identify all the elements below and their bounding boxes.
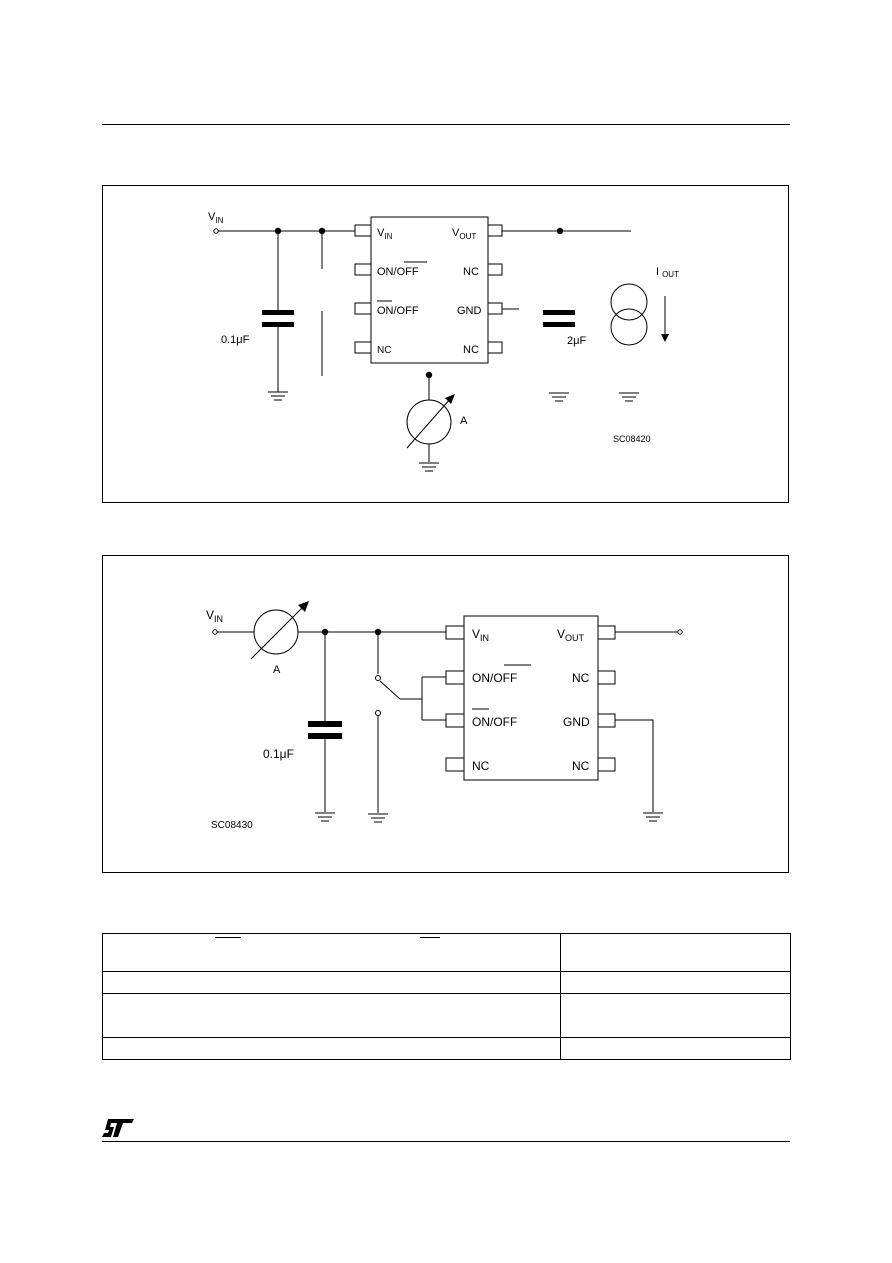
- table-cell: [102, 971, 561, 994]
- d1-junction-3: [556, 227, 564, 235]
- d1-junction-2: [318, 227, 326, 235]
- d2-ammeter-label: A: [273, 664, 281, 676]
- d1-current-source-bottom: [610, 308, 648, 346]
- d2-figure-code: SC08430: [211, 820, 253, 831]
- d1-label-gnd: GND: [457, 305, 482, 317]
- table-cell: [560, 1037, 791, 1060]
- d2-label-on-off-inv: ON/OFF: [472, 715, 517, 729]
- d2-ground-cap: [315, 812, 335, 822]
- d1-junction-4: [425, 371, 433, 379]
- d2-pin-vout: [597, 625, 616, 640]
- d2-junction-1: [321, 628, 329, 636]
- d2-cap-label: 0.1μF: [263, 747, 294, 761]
- table-row: [102, 993, 791, 1038]
- d2-pin-nc-right-2: [597, 757, 616, 772]
- d2-vin-terminal: [212, 629, 218, 635]
- d1-ammeter: [406, 399, 452, 445]
- d2-cap-plate-top: [308, 721, 342, 727]
- footer-rule: [102, 1141, 790, 1142]
- d1-cap-input-plate-top: [262, 310, 294, 315]
- d1-label-nc-right-1: NC: [463, 266, 479, 278]
- d2-ammeter-arrowhead: [298, 601, 309, 612]
- table-row: [102, 933, 791, 972]
- d1-pin-on-off-inv: [354, 302, 372, 315]
- d1-current-source-top: [610, 283, 648, 321]
- d1-label-on-off-inv: ON/OFF: [377, 305, 419, 317]
- d2-pin-on-off-inv: [445, 713, 465, 728]
- d2-pin-gnd: [597, 713, 616, 728]
- d2-vin-label: VIN: [206, 608, 223, 624]
- overbar-mark: [215, 937, 241, 938]
- table-cell: [560, 971, 791, 994]
- d1-cap-output-plate-bottom: [543, 322, 575, 327]
- d1-figure-code: SC08420: [613, 434, 651, 444]
- d1-iout-arrowhead: [661, 334, 669, 342]
- d2-label-vout: VOUT: [557, 627, 585, 643]
- d1-cap-output-label: 2μF: [567, 335, 586, 347]
- d2-label-vin: VIN: [472, 627, 489, 643]
- d2-switch-contact-top: [375, 675, 381, 681]
- d2-switch-contact-bottom: [375, 710, 381, 716]
- table-cell: [102, 933, 561, 972]
- d2-pin-vin: [445, 625, 465, 640]
- d1-label-nc-left: NC: [377, 345, 391, 356]
- truth-table: [102, 933, 791, 1060]
- d1-junction-1: [274, 227, 282, 235]
- d1-label-vin: VIN: [377, 227, 393, 241]
- d1-ground-output-cap: [549, 392, 569, 402]
- d2-pin-nc-right-1: [597, 670, 616, 685]
- d1-vin-label: VIN: [208, 211, 224, 225]
- d1-vin-terminal: [213, 228, 219, 234]
- d1-ground-cap: [268, 391, 288, 401]
- d2-ground-switch: [368, 813, 388, 823]
- d2-label-on-off: ON/OFF: [472, 671, 517, 685]
- d2-junction-2: [374, 628, 382, 636]
- d1-ammeter-label: A: [460, 415, 468, 427]
- d1-cap-input-label: 0.1μF: [221, 334, 250, 346]
- d2-label-nc-right-1: NC: [572, 671, 590, 685]
- d1-cap-input-plate-bottom: [262, 322, 294, 327]
- d1-ic-body: [370, 216, 489, 364]
- d2-label-nc-right-2: NC: [572, 759, 590, 773]
- d1-pin-on-off: [354, 263, 372, 276]
- d1-label-nc-right-2: NC: [463, 344, 479, 356]
- d1-ammeter-arrowhead: [445, 394, 455, 404]
- diagram-2-frame: VIN A 0.1μF SC08430 VIN ON/OFF ON/OFF NC…: [102, 555, 789, 873]
- header-rule: [102, 124, 790, 125]
- d1-pin-nc-right-1: [487, 263, 503, 276]
- d1-pin-gnd: [487, 302, 503, 315]
- d1-pin-nc-left: [354, 341, 372, 354]
- d2-label-gnd: GND: [563, 715, 590, 729]
- table-cell: [102, 1037, 561, 1060]
- d1-pin-vout: [487, 224, 503, 237]
- d1-cap-output-plate-top: [543, 310, 575, 315]
- d2-pin-nc-left: [445, 757, 465, 772]
- d1-ground-ammeter: [419, 462, 439, 472]
- d2-pin-on-off: [445, 670, 465, 685]
- table-row: [102, 971, 791, 994]
- d1-label-vout: VOUT: [452, 227, 476, 241]
- d1-pin-vin: [354, 224, 372, 237]
- d2-cap-plate-bottom: [308, 733, 342, 739]
- d2-ic-body: [463, 615, 599, 781]
- d1-pin-nc-right-2: [487, 341, 503, 354]
- overbar-mark: [420, 937, 440, 938]
- table-cell: [102, 993, 561, 1038]
- table-cell: [560, 933, 791, 972]
- d2-vout-terminal: [677, 629, 683, 635]
- st-logo: [102, 1119, 134, 1137]
- diagram-2-schematic: VIN A 0.1μF SC08430 VIN ON/OFF ON/OFF NC…: [206, 601, 683, 831]
- table-row: [102, 1037, 791, 1060]
- d2-ammeter: [253, 609, 299, 655]
- d2-label-nc-left: NC: [472, 759, 490, 773]
- d2-ground-ic: [643, 812, 663, 822]
- table-cell: [560, 993, 791, 1038]
- d1-ground-current-source: [619, 392, 639, 402]
- d1-label-on-off: ON/OFF: [377, 266, 419, 278]
